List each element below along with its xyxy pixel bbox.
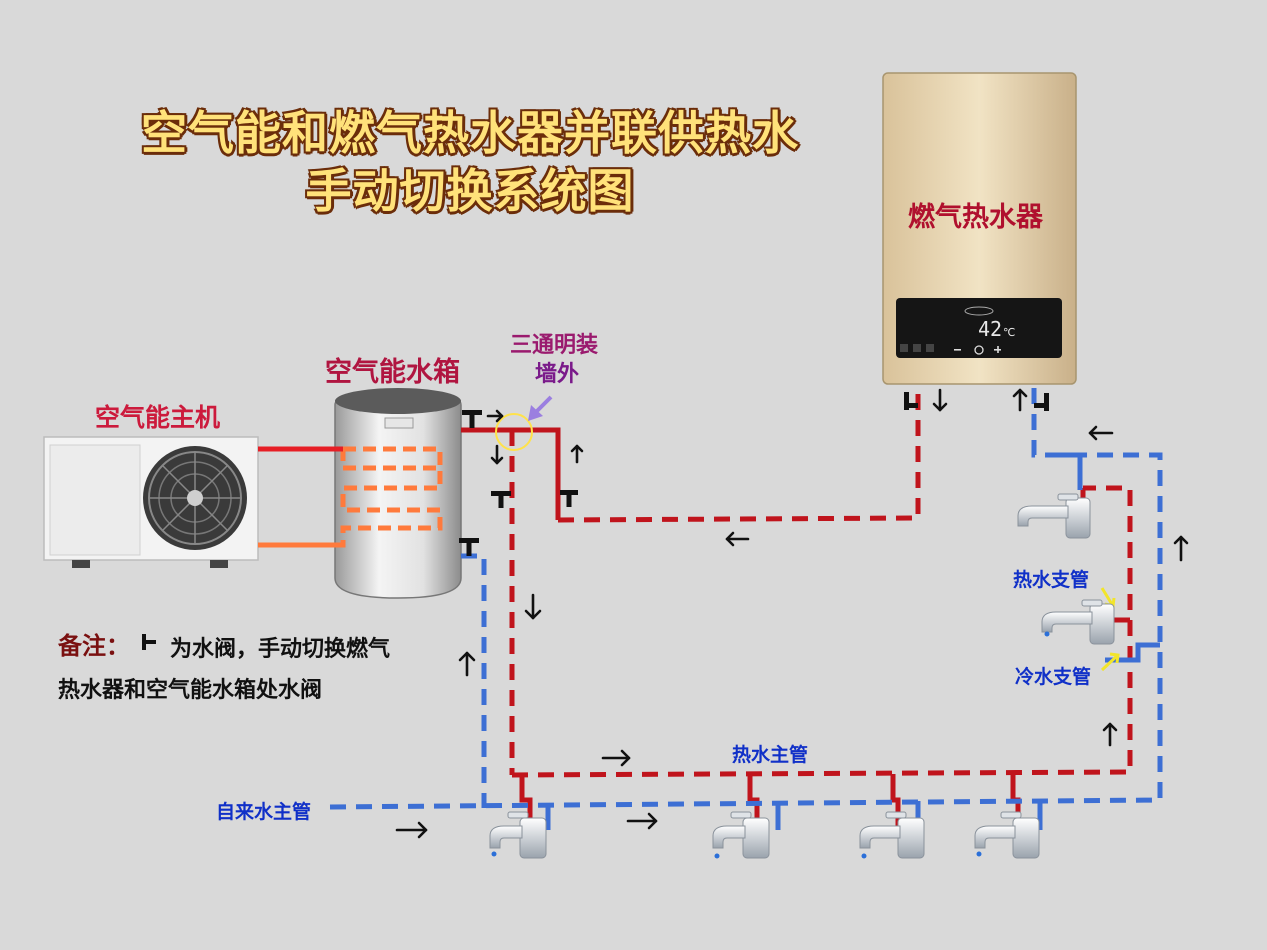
water-tank xyxy=(260,388,462,599)
label-cold-branch: 冷水支管 xyxy=(1015,666,1092,688)
arrow-up-icon xyxy=(458,651,476,677)
arrow-right-icon xyxy=(626,812,658,830)
heat-coil xyxy=(260,446,443,548)
arrow-up-icon xyxy=(1102,722,1118,747)
arrow-down-icon xyxy=(524,593,542,620)
hot-pipes xyxy=(461,384,1133,830)
arrow-right-icon xyxy=(486,409,504,423)
tee-highlight-circle xyxy=(495,413,533,451)
arrow-up-icon xyxy=(1173,535,1189,562)
label-tap-main: 自来水主管 xyxy=(216,801,312,823)
note-line-2: 热水器和空气能水箱处水阀 xyxy=(58,678,323,703)
label-tee: 三通明装 xyxy=(510,333,599,358)
faucet-icon xyxy=(1017,493,1091,539)
arrow-up-icon xyxy=(1012,388,1028,412)
valve-right-branch xyxy=(560,490,578,507)
arrow-right-icon xyxy=(601,749,631,767)
tee-pointer-arrowhead xyxy=(528,405,543,421)
heater-display-temp: 42 xyxy=(978,317,1002,341)
faucets xyxy=(489,493,1115,859)
valve-left-branch xyxy=(491,491,511,508)
label-hot-branch: 热水支管 xyxy=(1013,569,1090,591)
faucet-icon xyxy=(1041,599,1115,645)
title-line-1: 空气能和燃气热水器并联供热水 xyxy=(141,106,799,160)
heater-power-icon xyxy=(974,345,984,355)
valve-heater-in xyxy=(904,392,918,410)
arrow-right-icon xyxy=(395,821,428,839)
air-source-unit xyxy=(43,436,259,568)
title-line-2: 手动切换系统图 xyxy=(305,164,635,218)
arrow-down-icon xyxy=(932,388,948,412)
heater-button-minus xyxy=(954,349,961,351)
faucet-icon xyxy=(859,811,925,859)
valve-legend-icon xyxy=(142,634,156,650)
heater-control-panel xyxy=(896,298,1062,358)
label-water-tank: 空气能水箱 xyxy=(325,357,460,388)
label-tee-line2: 墙外 xyxy=(535,362,580,387)
label-gas-heater: 燃气热水器 xyxy=(908,202,1043,233)
arrow-down-icon xyxy=(490,444,504,465)
valve-heater-out xyxy=(1034,393,1049,411)
label-hot-main: 热水主管 xyxy=(732,744,809,766)
flow-arrows xyxy=(395,388,1189,839)
valves xyxy=(459,392,1049,556)
arrow-up-icon xyxy=(570,444,584,464)
arrow-left-icon xyxy=(1088,425,1114,441)
label-air-unit: 空气能主机 xyxy=(95,403,221,432)
valve-tank-hot xyxy=(462,410,482,428)
note-line-1: 为水阀，手动切换燃气 xyxy=(170,637,391,662)
faucet-icon xyxy=(489,811,547,859)
note-prefix: 备注： xyxy=(58,632,130,660)
heater-display-unit: ℃ xyxy=(1003,326,1015,339)
valve-tank-cold xyxy=(459,538,479,556)
faucet-icon xyxy=(974,811,1040,859)
faucet-icon xyxy=(712,811,770,859)
gas-heater: 42 ℃ xyxy=(882,72,1077,385)
arrow-left-icon xyxy=(725,531,750,547)
